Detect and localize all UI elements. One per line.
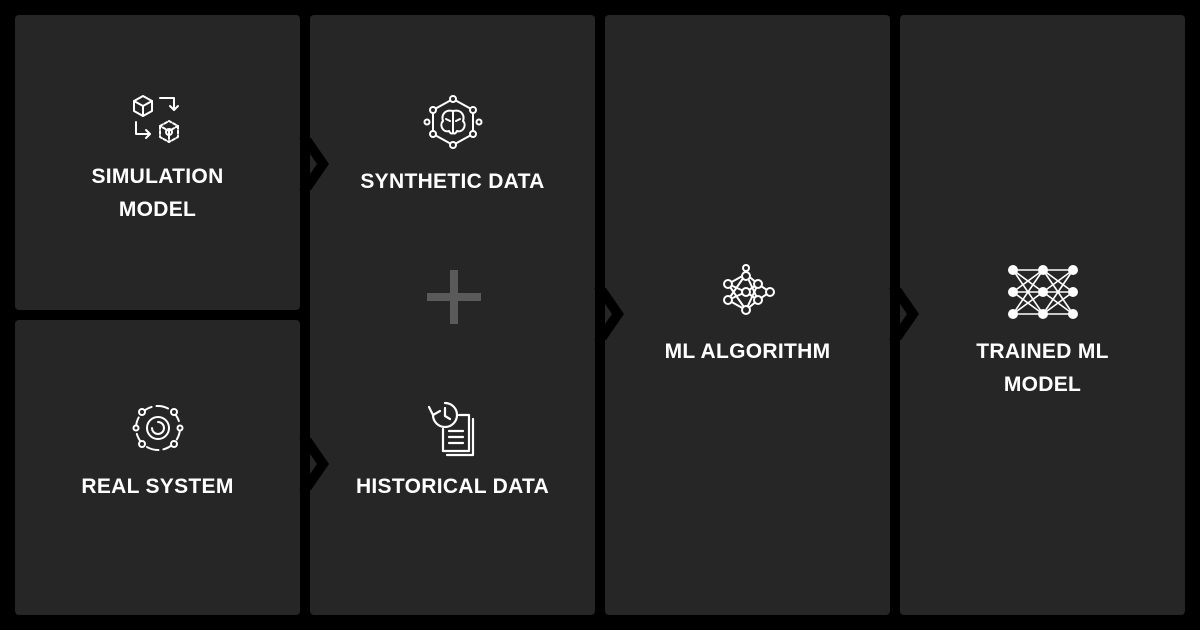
real-system-panel: REAL SYSTEM bbox=[15, 320, 300, 615]
synthetic-data-label: SYNTHETIC DATA bbox=[360, 170, 545, 193]
trained-ml-model-label: TRAINED ML MODEL bbox=[976, 340, 1109, 396]
trained-ml-model-panel: TRAINED ML MODEL bbox=[900, 15, 1185, 615]
arrow-data-to-ml bbox=[594, 288, 624, 340]
arrow-real-to-historical bbox=[299, 438, 329, 490]
historical-data-label: HISTORICAL DATA bbox=[355, 475, 550, 498]
history-document-icon bbox=[423, 397, 483, 457]
ml-algorithm-label: ML ALGORITHM bbox=[664, 340, 831, 363]
simulation-model-label: SIMULATION MODEL bbox=[91, 165, 224, 221]
simulation-model-panel: SIMULATION MODEL bbox=[15, 15, 300, 310]
real-system-label: REAL SYSTEM bbox=[81, 475, 234, 498]
neural-network-icon bbox=[718, 262, 778, 322]
cube-transform-icon bbox=[128, 92, 188, 152]
data-panel: SYNTHETIC DATA HISTORICAL DATA bbox=[310, 15, 595, 615]
arrow-ml-to-trained bbox=[889, 288, 919, 340]
arrow-simulation-to-synthetic bbox=[299, 138, 329, 190]
neural-grid-icon bbox=[1005, 262, 1081, 322]
brain-hexagon-icon bbox=[423, 93, 483, 153]
gear-network-icon bbox=[128, 398, 188, 458]
plus-icon bbox=[427, 270, 481, 324]
ml-algorithm-panel: ML ALGORITHM bbox=[605, 15, 890, 615]
